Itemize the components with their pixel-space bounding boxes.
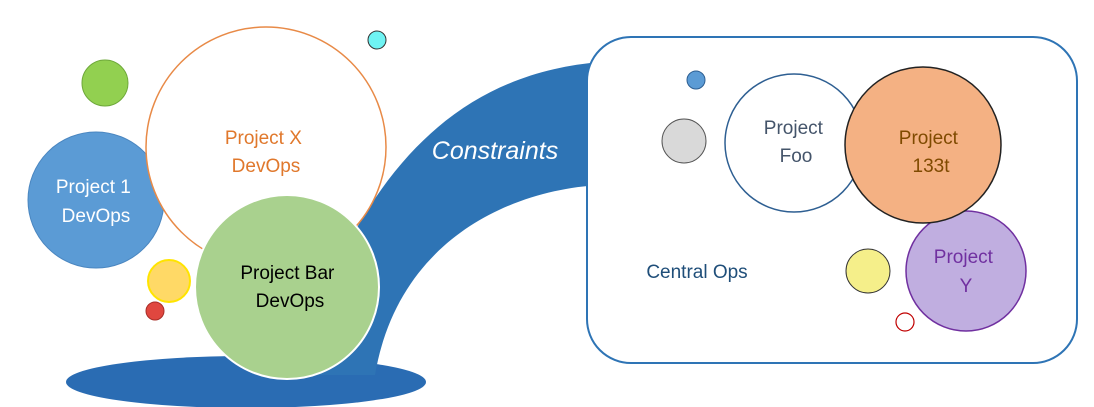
central-ops-label: Central Ops [646,262,747,283]
small-yellow-circle-right [845,248,891,294]
constraints-label: Constraints [432,137,558,165]
project-133t-label: Project 133t [899,128,963,177]
project-foo-label: Project Foo [764,118,828,167]
project-1-label: Project 1 DevOps [56,177,136,227]
project-1-circle [27,131,165,269]
project-133t-circle [844,66,1002,224]
small-red-ring [895,312,915,332]
project-foo-circle [724,73,864,213]
small-red-circle [145,301,165,321]
small-blue-dot [686,70,706,90]
small-green-circle [81,59,129,107]
project-y-circle [905,210,1027,332]
project-y-label: Project Y [934,247,998,297]
small-gray-circle [661,118,707,164]
project-x-label: Project X DevOps [225,128,307,177]
small-cyan-circle [367,30,387,50]
project-bar-label: Project Bar DevOps [240,263,339,312]
project-bar-circle [194,194,380,380]
small-yellow-circle [147,259,191,303]
